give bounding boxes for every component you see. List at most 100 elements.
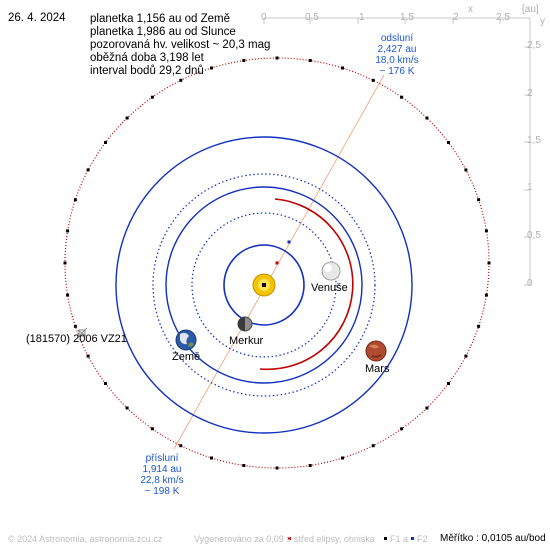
earth-position-orbit <box>152 173 376 397</box>
asteroid-position-mark <box>275 466 279 470</box>
venus-label: Venuše <box>311 282 348 294</box>
asteroid-position-mark <box>125 406 129 410</box>
legend-center-mark <box>288 537 291 540</box>
mercury-icon <box>237 316 253 332</box>
asteroid-position-mark <box>73 324 77 328</box>
asteroid-position-mark <box>150 95 154 99</box>
asteroid-position-mark <box>487 261 491 265</box>
asteroid-position-mark <box>210 66 213 70</box>
legend-f2-mark <box>411 537 414 540</box>
asteroid-position-mark <box>400 95 404 99</box>
y-tick-1-5: 1,5 <box>527 135 541 146</box>
asteroid-position-mark <box>150 427 154 431</box>
focus-f2-mark <box>287 240 291 244</box>
x-tick-1: 1 <box>359 12 365 23</box>
y-tick-1: 1 <box>527 182 533 193</box>
mars-icon <box>365 340 387 362</box>
ellipse-center-mark <box>275 261 279 265</box>
asteroid-position-mark <box>275 56 279 60</box>
aphelion-speed: 18,0 km/s <box>375 55 419 66</box>
earth-label: Země <box>172 351 201 363</box>
asteroid-position-mark <box>63 261 67 265</box>
venus-icon <box>321 261 341 281</box>
aphelion-title: odsluní <box>380 33 414 44</box>
asteroid-position-mark <box>73 198 77 202</box>
date-label: 26. 4. 2024 <box>8 12 66 24</box>
x-tick-0-5: 0,5 <box>305 12 319 23</box>
footer-generated: Vygenerováno za 0,09 s <box>194 534 291 544</box>
asteroid-position-mark <box>125 116 129 120</box>
earth-icon <box>175 329 197 351</box>
asteroid-position-mark <box>477 198 481 202</box>
apsis-line <box>173 74 385 450</box>
aphelion-distance: 2,427 au <box>377 44 417 55</box>
asteroid-position-mark <box>425 116 429 120</box>
asteroid-position-mark <box>104 141 107 144</box>
footer-copyright: © 2024 Astronomia, astronomia.zcu.cz <box>8 534 163 544</box>
asteroid-position-mark <box>371 444 375 448</box>
x-tick-2-5: 2,5 <box>496 12 510 23</box>
footer-legend-f1: F1 a <box>390 534 409 544</box>
asteroid-position-mark <box>464 168 468 172</box>
axis-lines <box>264 17 531 285</box>
mars-orbit-arc <box>259 198 354 371</box>
venus-orbit <box>191 212 337 358</box>
info-distance-earth: planetka 1,156 au od Země <box>90 13 231 25</box>
asteroid-position-mark <box>104 382 107 385</box>
asteroid-position-mark <box>425 406 429 410</box>
asteroid-position-mark <box>341 456 344 460</box>
y-tick-2-5: 2,5 <box>527 40 541 51</box>
sun-icon <box>252 273 276 297</box>
perihelion-speed: 22,8 km/s <box>140 475 184 486</box>
asteroid-marker-icon <box>76 327 88 339</box>
asteroid-position-mark <box>447 382 450 385</box>
asteroid-position-mark <box>179 444 183 448</box>
axis-unit-label: [au] <box>522 4 539 15</box>
x-tick-2: 2 <box>453 12 459 23</box>
asteroid-position-mark <box>308 59 312 62</box>
y-tick-2: 2 <box>527 88 533 99</box>
asteroid-position-mark <box>371 78 375 82</box>
asteroid-position-mark <box>308 464 312 467</box>
asteroid-position-mark <box>484 293 488 297</box>
scale-label: Měřítko : 0,0105 au/bod <box>440 533 546 544</box>
asteroid-position-mark <box>179 78 183 82</box>
asteroid-position-mark <box>242 59 246 62</box>
asteroid-position-mark <box>477 324 481 328</box>
info-period: oběžná doba 3,198 let <box>90 52 204 64</box>
mars-label: Mars <box>365 363 390 375</box>
perihelion-title: přísluní <box>145 453 179 464</box>
earth-orbit <box>165 186 363 384</box>
asteroid-position-mark <box>447 141 450 144</box>
axis-ticks <box>263 18 530 286</box>
asteroid-position-mark <box>341 66 344 70</box>
asteroid-position-mark <box>484 229 488 233</box>
x-tick-1-5: 1,5 <box>400 12 414 23</box>
asteroid-position-mark <box>464 354 468 358</box>
asteroid-position-mark <box>86 354 90 358</box>
mars-orbit-outer <box>115 136 413 434</box>
asteroid-position-mark <box>66 293 70 297</box>
info-distance-sun: planetka 1,986 au od Slunce <box>90 26 236 38</box>
legend-f1-mark <box>384 537 387 540</box>
perihelion-temp: ~ 198 K <box>144 486 180 497</box>
mercury-label: Merkur <box>229 335 264 347</box>
info-interval: interval bodů 29,2 dnů <box>90 65 204 77</box>
asteroid-position-mark <box>400 427 404 431</box>
footer-legend-center: střed elipsy, ohniska <box>294 534 375 544</box>
perihelion-label: přísluní 1,914 au 22,8 km/s ~ 198 K <box>137 453 187 497</box>
asteroid-position-mark <box>242 464 246 467</box>
x-axis-label: x <box>468 4 473 15</box>
x-tick-0: 0 <box>261 12 267 23</box>
asteroid-position-mark <box>66 229 70 233</box>
y-tick-0-5: 0,5 <box>527 230 541 241</box>
y-axis-label: y <box>540 16 545 27</box>
mercury-orbit <box>223 244 305 326</box>
aphelion-temp: ~ 176 K <box>379 66 415 77</box>
y-tick-0: 0 <box>527 278 533 289</box>
asteroid-position-mark <box>210 456 213 460</box>
asteroid-name-label: (181570) 2006 VZ21 <box>26 333 127 345</box>
info-magnitude: pozorovaná hv. velikost ~ 20,3 mag <box>90 39 271 51</box>
perihelion-distance: 1,914 au <box>142 464 182 475</box>
